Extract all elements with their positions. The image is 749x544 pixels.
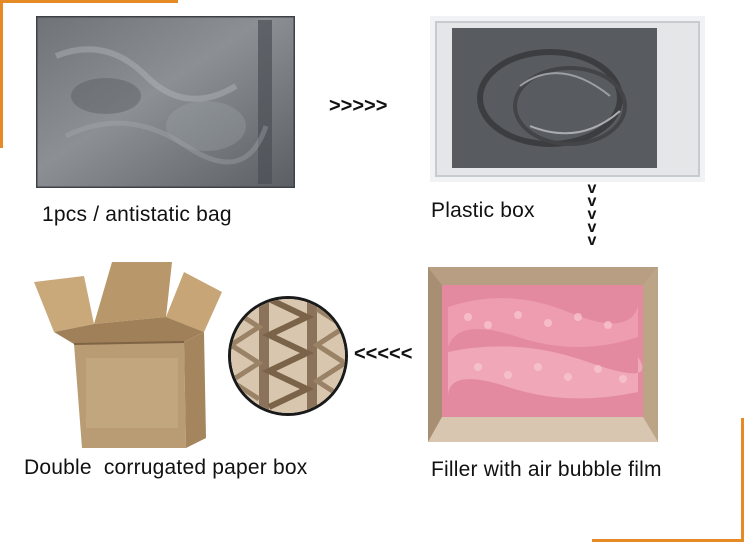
step-caption-plastic-box: Plastic box (431, 199, 535, 222)
arrow-down-chevron: v (587, 219, 597, 236)
arrow-down-chevron: v (587, 193, 597, 210)
corner-bracket-bottom-right-vertical (741, 418, 744, 542)
arrow-down-chevron: v (587, 206, 597, 223)
arrow-down-chevron: v (587, 232, 597, 249)
arrow-right-icon: >>>>> (329, 95, 388, 117)
corner-bracket-bottom-right-horizontal (592, 539, 744, 542)
step-caption-corrugated-box: Double corrugated paper box (24, 456, 308, 479)
arrow-down-chevron: v (587, 180, 597, 197)
corrugated-cross-section-photo (228, 296, 348, 416)
arrow-left-icon: <<<<< (354, 343, 413, 365)
step-caption-bubble-film: Filler with air bubble film (431, 458, 662, 481)
corner-bracket-top-left-horizontal (0, 0, 178, 3)
corrugated-paper-box-photo (34, 262, 222, 450)
corner-bracket-top-left-vertical (0, 0, 3, 148)
step-caption-antistatic-bag: 1pcs / antistatic bag (42, 203, 232, 226)
arrow-down-icon: v v v v v (584, 180, 600, 249)
bubble-film-box-photo (428, 267, 658, 442)
antistatic-bag-photo (36, 16, 295, 188)
plastic-box-photo (430, 16, 705, 182)
